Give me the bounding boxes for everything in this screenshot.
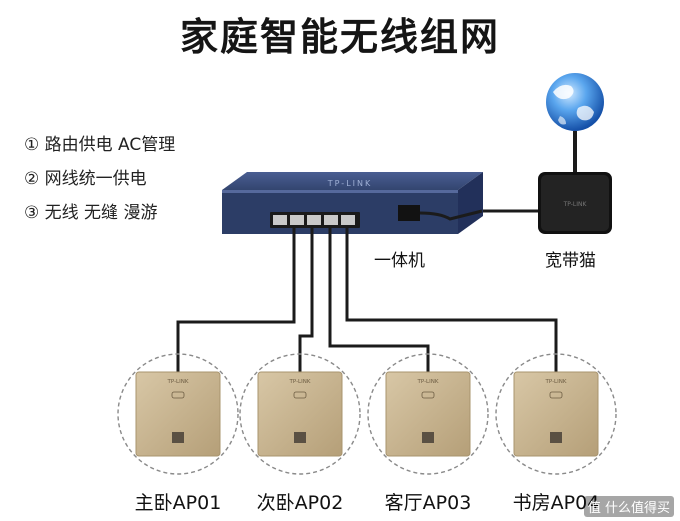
cable-ap03 <box>328 228 430 372</box>
feature-list: ① 路由供电 AC管理 ② 网线统一供电 ③ 无线 无缝 漫游 <box>24 128 175 230</box>
router-lan-ports <box>270 212 360 228</box>
ap04-label: 书房AP04 <box>512 492 600 514</box>
internet-globe-icon <box>546 73 604 131</box>
ap-panel-ap04: TP-LINK <box>495 353 617 475</box>
ap01-label: 主卧AP01 <box>134 492 222 514</box>
ap-panel-ap02: TP-LINK <box>239 353 361 475</box>
router-wan-port <box>398 205 483 221</box>
cable-ap02 <box>298 228 314 372</box>
cable-ap04 <box>345 228 558 372</box>
ap03-brand: TP-LINK <box>417 379 439 385</box>
modem-label: 宽带猫 <box>545 251 596 271</box>
ap01-brand: TP-LINK <box>167 379 189 385</box>
ap-cables <box>176 228 558 372</box>
feature-item-power: ① 路由供电 AC管理 <box>24 135 176 155</box>
broadband-modem: TP-LINK <box>538 172 612 234</box>
ap-panel-ap01: TP-LINK <box>117 353 239 475</box>
router-label: 一体机 <box>374 251 425 271</box>
page-title: 家庭智能无线组网 <box>179 15 500 59</box>
watermark: 值 什么值得买 <box>583 496 674 517</box>
modem-brand: TP-LINK <box>563 201 588 208</box>
ap02-label: 次卧AP02 <box>256 492 344 514</box>
ap-panel-ap03: TP-LINK <box>367 353 489 475</box>
feature-item-roaming: ③ 无线 无缝 漫游 <box>24 203 158 223</box>
ap04-brand: TP-LINK <box>545 379 567 385</box>
feature-item-cable: ② 网线统一供电 <box>24 169 147 189</box>
cable-ap01 <box>176 228 296 372</box>
router-brand: TP-LINK <box>327 179 372 188</box>
ap03-label: 客厅AP03 <box>384 492 472 514</box>
ap02-brand: TP-LINK <box>289 379 311 385</box>
